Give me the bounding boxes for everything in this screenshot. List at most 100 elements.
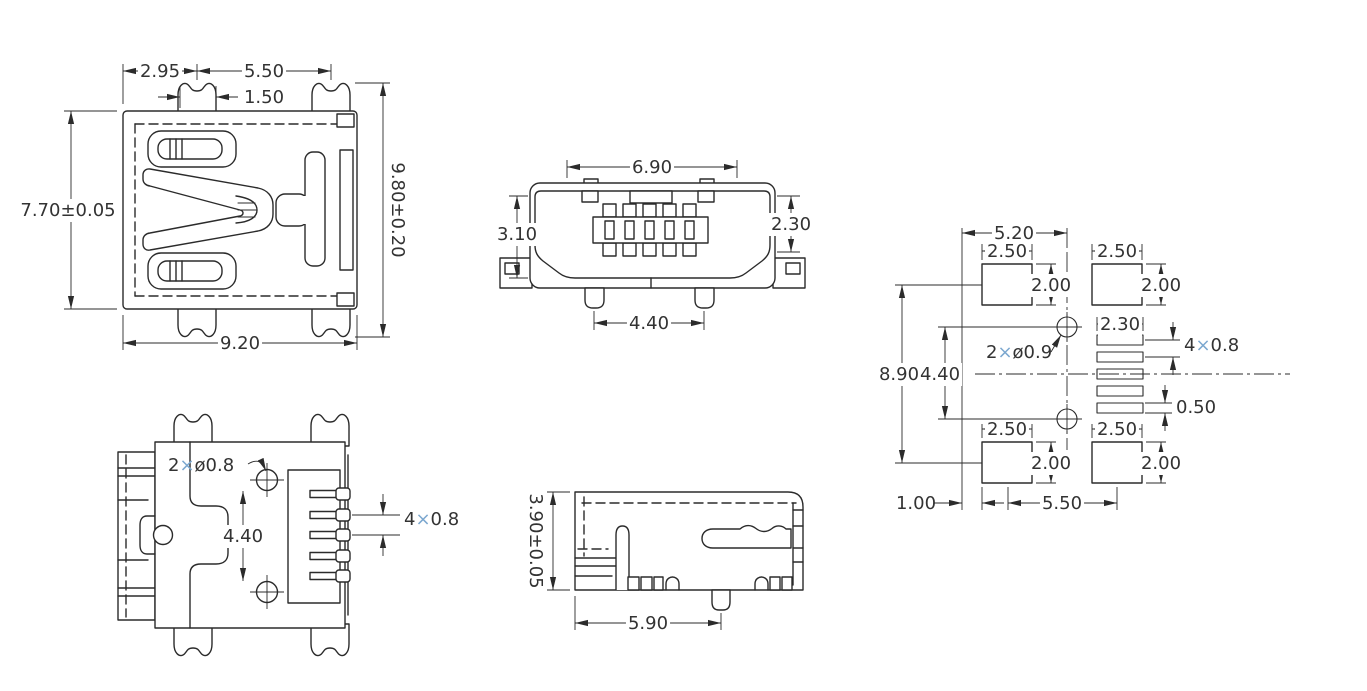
dim-text-mask — [524, 491, 547, 591]
dim-text-mask — [1028, 274, 1074, 297]
dim-fp-pad-height-tr: 2.00 — [1141, 275, 1181, 296]
dim-text-mask — [241, 60, 287, 83]
view-footprint: 5.20 2.50 2.50 2.00 2.00 2.50 2.50 2.00 — [876, 222, 1290, 515]
signal-pad-4 — [1096, 385, 1144, 397]
dim-fp-trace-pitch: 4×0.8 — [1184, 335, 1239, 356]
pad-bottom-right — [1091, 441, 1143, 484]
side-view-bottom-features — [627, 576, 793, 611]
dim-top-left-width: 2.95 — [140, 61, 180, 82]
dim-text-mask — [917, 363, 963, 386]
dim-bottom-hole-span: 4.40 — [223, 526, 263, 547]
dim-fp-pad-row-span: 8.90 — [879, 364, 919, 385]
dim-fp-pad-height-bl: 2.00 — [1031, 453, 1071, 474]
dim-fp-trace-height: 0.50 — [1176, 397, 1216, 418]
view-top: 2.95 5.50 1.50 7.70±0.05 9.80±0.20 9.20 — [18, 60, 409, 355]
dim-fp-pad-width-br: 2.50 — [1097, 419, 1137, 440]
dim-text-mask — [768, 213, 814, 236]
dim-top-tab-width: 1.50 — [244, 87, 284, 108]
dim-top-right-width: 5.50 — [244, 61, 284, 82]
dim-top-overall-height: 9.80±0.20 — [387, 162, 408, 257]
dim-text-mask — [1138, 452, 1184, 475]
dim-front-shell-height: 3.10 — [497, 224, 537, 245]
dim-side-height: 3.90±0.05 — [525, 493, 546, 588]
front-view-dimensions: 6.90 3.10 2.30 4.40 — [494, 156, 814, 335]
dim-fp-pad-span: 5.50 — [1042, 493, 1082, 514]
dim-text-mask — [876, 363, 922, 386]
dim-fp-hole-span: 4.40 — [920, 364, 960, 385]
dim-fp-hole-offset: 5.20 — [994, 223, 1034, 244]
top-view-spring-latch — [142, 168, 274, 251]
dim-fp-hole-callout: 2×ø0.9 — [986, 342, 1052, 363]
dim-bottom-lead-pitch: 4×0.8 — [404, 509, 459, 530]
top-view-mounting-tabs — [177, 82, 351, 338]
footprint-dimensions: 5.20 2.50 2.50 2.00 2.00 2.50 2.50 2.00 — [876, 222, 1239, 515]
dim-text-mask — [1094, 240, 1140, 263]
dim-fp-edge-margin: 1.00 — [896, 493, 936, 514]
dim-front-leg-span: 4.40 — [629, 313, 669, 334]
dim-text-mask — [984, 240, 1030, 263]
side-view-spring-slot — [701, 524, 792, 549]
front-view-top-notches — [581, 190, 715, 204]
dim-text-mask — [1138, 274, 1184, 297]
pad-bottom-left — [981, 441, 1033, 484]
dim-text-mask — [18, 199, 118, 222]
signal-pad-2 — [1096, 351, 1144, 363]
side-view-left-details — [574, 496, 619, 577]
dim-side-length: 5.90 — [628, 613, 668, 634]
view-side: 3.90±0.05 5.90 — [524, 491, 804, 635]
dim-fp-pad-width-tr: 2.50 — [1097, 241, 1137, 262]
bottom-view-holes — [250, 463, 284, 609]
bottom-view-latch-hole — [152, 524, 174, 546]
dim-fp-pad-width-bl: 2.50 — [987, 419, 1027, 440]
pad-top-right — [1091, 263, 1143, 306]
dim-fp-trace-width: 2.30 — [1100, 314, 1140, 335]
dim-front-shell-width: 6.90 — [632, 157, 672, 178]
top-view-upper-clip — [147, 130, 237, 168]
bottom-view-front-block-lines — [117, 454, 156, 618]
side-view-right-wall — [792, 502, 804, 586]
signal-pad-3 — [1096, 368, 1144, 380]
dim-text-mask — [984, 418, 1030, 441]
view-bottom: 2×ø0.8 4.40 4×0.8 — [117, 413, 459, 657]
dim-fp-pad-height-tl: 2.00 — [1031, 275, 1071, 296]
footprint-holes — [1052, 312, 1082, 434]
signal-pad-1 — [1096, 334, 1144, 346]
dim-top-overall-width: 9.20 — [220, 333, 260, 354]
dim-text-mask — [217, 332, 263, 355]
top-view-t-slot — [275, 151, 326, 267]
dim-top-body-height: 7.70±0.05 — [20, 200, 115, 221]
front-view-contact-block — [592, 203, 709, 257]
side-view-post — [615, 525, 630, 590]
top-view-lower-clip — [147, 252, 237, 290]
dim-text-mask — [625, 612, 671, 635]
view-front: 6.90 3.10 2.30 4.40 — [494, 156, 814, 335]
dim-fp-pad-width-tl: 2.50 — [987, 241, 1027, 262]
bottom-view-latch-notch — [139, 515, 156, 555]
side-view-dimensions: 3.90±0.05 5.90 — [524, 491, 722, 635]
dim-text-mask — [386, 160, 409, 260]
top-view-hidden-lines — [134, 123, 346, 297]
front-view-legs — [584, 287, 715, 309]
dim-text-mask — [626, 312, 672, 335]
bottom-view-leads — [309, 487, 351, 583]
dim-front-tongue-height: 2.30 — [771, 214, 811, 235]
dim-text-mask — [1039, 492, 1085, 515]
dim-text-mask — [1094, 418, 1140, 441]
dim-text-mask — [1028, 452, 1074, 475]
dim-fp-pad-height-br: 2.00 — [1141, 453, 1181, 474]
pad-top-left — [981, 263, 1033, 306]
top-view-dimensions: 2.95 5.50 1.50 7.70±0.05 9.80±0.20 9.20 — [18, 60, 409, 355]
dim-text-mask — [1097, 313, 1143, 336]
dim-text-mask — [991, 222, 1037, 245]
dim-bottom-hole-callout: 2×ø0.8 — [168, 455, 234, 476]
bottom-view-dimensions: 2×ø0.8 4.40 4×0.8 — [168, 455, 459, 581]
dim-text-mask — [137, 60, 183, 83]
dim-text-mask — [220, 525, 266, 548]
dim-text-mask — [629, 156, 675, 179]
bottom-view-front-block — [117, 451, 156, 621]
bottom-view-mounting-tabs — [173, 413, 350, 657]
signal-pad-5 — [1096, 402, 1144, 414]
top-view-right-wall — [336, 113, 355, 307]
